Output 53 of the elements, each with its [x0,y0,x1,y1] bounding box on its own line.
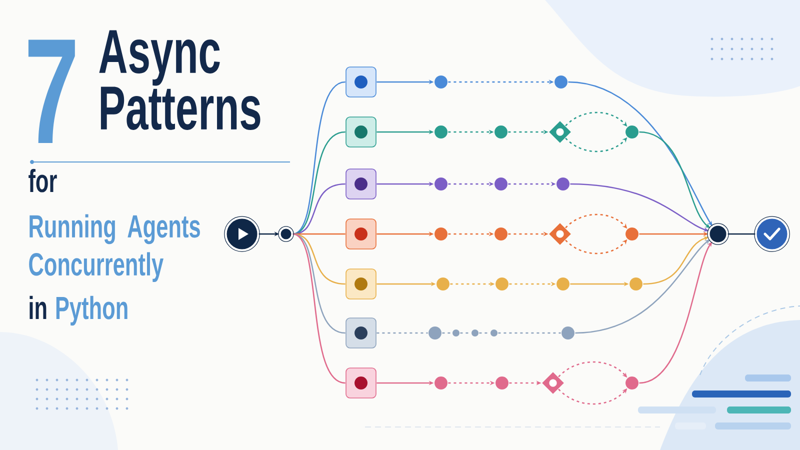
subtitle: for [28,168,57,192]
step-dot [434,376,448,390]
step-dot [556,278,570,290]
step-dot [626,376,638,390]
step-dot [490,330,498,336]
step-dot [496,376,508,390]
step-dot [428,326,442,340]
step-dot [472,330,478,336]
task-box [346,318,376,348]
decision-diamond [549,121,571,143]
title: Async Patterns [99,30,260,130]
step-dot [494,126,508,138]
task-box [346,218,376,250]
step-dot [494,178,508,190]
subtitle: Python [56,296,128,326]
decision-diamond [542,372,564,394]
step-dot [626,228,638,240]
task-box [346,368,376,398]
junction-dot [278,226,294,242]
task-box [346,268,376,300]
connector-line [292,131,346,235]
connector-line [292,233,346,384]
connector-line [292,183,346,235]
subtitle: Running Agents Concurrently [29,214,200,282]
step-dot [434,228,448,240]
connector-line [442,332,452,334]
big-number: 7 [28,40,75,143]
step-dot [496,278,508,290]
junction-dot [707,223,729,245]
step-dot [452,330,460,336]
step-dot [554,76,568,88]
connector-line [728,233,756,235]
task-box [346,168,376,200]
check-circle [754,216,790,252]
connector-line [292,233,346,285]
play-button [224,216,260,252]
connector-line [479,332,490,334]
subtitle: in [30,296,46,319]
step-dot [494,228,508,240]
step-dot [436,278,450,290]
step-dot [626,126,638,138]
decision-diamond [549,223,571,245]
step-dot [630,278,642,290]
connector-line [498,332,561,334]
step-dot [434,126,448,138]
connector-line [460,332,471,334]
step-dot [562,326,574,340]
connector-line [376,332,428,334]
step-dot [556,178,570,190]
task-box [346,66,376,98]
step-dot [434,76,448,88]
step-dot [434,178,448,190]
task-box [346,116,376,148]
